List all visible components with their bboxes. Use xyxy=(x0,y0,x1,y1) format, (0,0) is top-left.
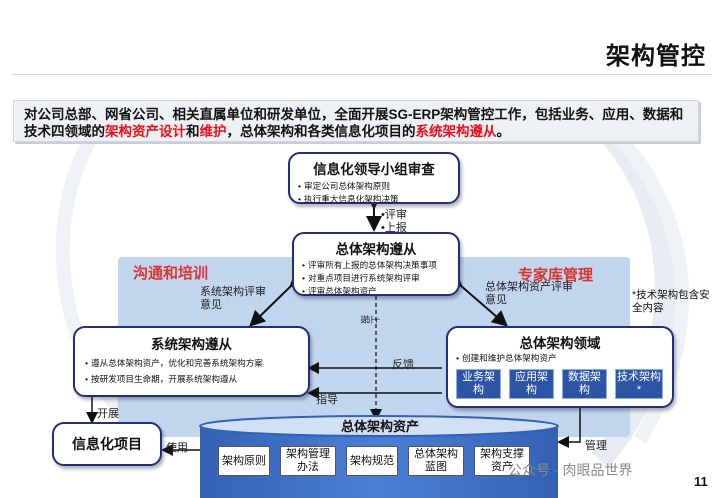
system-compliance-list: 遵从总体架构资产，优化和完善系统架构方案 按研发项目生命期，开展系统架构遵从 xyxy=(85,357,298,386)
page-number: 11 xyxy=(694,474,708,489)
asset-item-standards: 架构规范 xyxy=(346,446,398,476)
technical-architecture-button[interactable]: 技术架构* xyxy=(615,369,663,399)
guidance-label: 指导 xyxy=(316,394,338,406)
asset-item-management-methods: 架构管理办法 xyxy=(280,446,336,476)
data-architecture-button[interactable]: 数据架构 xyxy=(562,369,607,399)
intro-statement: 对公司总部、网省公司、相关直属单位和研发单位，全面开展SG-ERP架构管控工作，… xyxy=(13,100,699,142)
system-compliance-item: 按研发项目生命期，开展系统架构遵从 xyxy=(85,373,298,386)
leadership-review-title: 信息化领导小组审查 xyxy=(313,162,435,177)
title-divider xyxy=(12,74,712,75)
domain-button-row: 业务架构 应用架构 数据架构 技术架构* xyxy=(456,369,664,399)
system-review-opinion-label: 系统架构评审意见 xyxy=(200,286,266,311)
technical-architecture-note: *技术架构包含安全内容 xyxy=(632,289,710,314)
vertical-report-label: 上报 xyxy=(360,315,380,325)
manage-arrow xyxy=(557,408,581,448)
intro-highlight-system-compliance: 系统架构遵从 xyxy=(415,124,497,139)
overall-compliance-item: 对重点项目进行系统架构评审 xyxy=(302,272,450,285)
asset-review-arrow xyxy=(445,271,509,327)
expert-pool-label: 专家库管理 xyxy=(518,267,594,284)
system-compliance-item: 遵从总体架构资产，优化和完善系统架构方案 xyxy=(85,357,298,370)
asset-item-support-assets: 架构支撑资产 xyxy=(474,446,530,476)
intro-text-1: 对公司总部、网省公司、相关直属单位和研发单位，全面开展SG-ERP架构管控工作，… xyxy=(24,107,684,139)
architecture-domain-list: 创建和维护总体架构资产 xyxy=(456,352,664,365)
asset-review-opinion-label: 总体架构资产评审意见 xyxy=(485,281,573,306)
intro-text-3: ，总体架构和各类信息化项目的 xyxy=(226,124,416,139)
overall-compliance-box: 总体架构遵从 评审所有上报的总体架构决策事项 对重点项目进行系统架构评审 评审总… xyxy=(292,232,460,296)
overall-compliance-list: 评审所有上报的总体架构决策事项 对重点项目进行系统架构评审 评审总体架构资产 xyxy=(302,259,450,298)
communication-training-label: 沟通和培训 xyxy=(133,265,209,282)
system-review-arrow xyxy=(249,270,307,327)
intro-text-2: 和 xyxy=(186,124,200,139)
review-label: •评审 xyxy=(381,209,407,221)
asset-store-title: 总体架构资产 xyxy=(340,419,419,434)
it-project-box: 信息化项目 xyxy=(52,422,162,466)
asset-item-blueprint: 总体架构蓝图 xyxy=(408,446,464,476)
overall-compliance-item: 评审总体架构资产 xyxy=(302,285,450,298)
leadership-review-box: 信息化领导小组审查 审定公司总体架构原则 执行重大信息化架构决策 xyxy=(288,152,460,204)
system-compliance-box: 系统架构遵从 遵从总体架构资产，优化和完善系统架构方案 按研发项目生命期，开展系… xyxy=(73,326,310,397)
watermark-text: 公众号 · 肉眼品世界 xyxy=(508,462,633,478)
application-architecture-button[interactable]: 应用架构 xyxy=(509,369,554,399)
asset-item-principles: 架构原则 xyxy=(218,446,270,476)
leadership-review-item: 审定公司总体架构原则 xyxy=(298,180,450,193)
leadership-review-item: 执行重大信息化架构决策 xyxy=(298,193,450,206)
intro-highlight-asset-design: 架构资产设计 xyxy=(105,124,186,139)
feedback-label: 反馈 xyxy=(392,359,414,371)
architecture-domain-title: 总体架构领域 xyxy=(519,336,601,351)
intro-highlight-maintenance: 维护 xyxy=(199,124,227,139)
system-compliance-title: 系统架构遵从 xyxy=(151,337,232,352)
intro-text-4: 。 xyxy=(496,124,511,139)
overall-compliance-title: 总体架构遵从 xyxy=(335,242,417,257)
architecture-domain-item: 创建和维护总体架构资产 xyxy=(456,352,664,365)
use-label: 使用 xyxy=(166,442,188,454)
develop-label: 开展 xyxy=(97,408,119,420)
overall-compliance-item: 评审所有上报的总体架构决策事项 xyxy=(302,259,450,272)
it-project-label: 信息化项目 xyxy=(72,436,142,452)
architecture-domain-box: 总体架构领域 创建和维护总体架构资产 业务架构 应用架构 数据架构 技术架构* xyxy=(446,326,674,408)
page-title: 架构管控 xyxy=(606,43,706,70)
manage-label: 管理 xyxy=(585,440,607,452)
report-label: •上报 xyxy=(381,222,407,234)
asset-store-items: 架构原则 架构管理办法 架构规范 总体架构蓝图 架构支撑资产 xyxy=(218,446,530,476)
leadership-review-list: 审定公司总体架构原则 执行重大信息化架构决策 xyxy=(298,180,450,206)
business-architecture-button[interactable]: 业务架构 xyxy=(456,369,501,399)
